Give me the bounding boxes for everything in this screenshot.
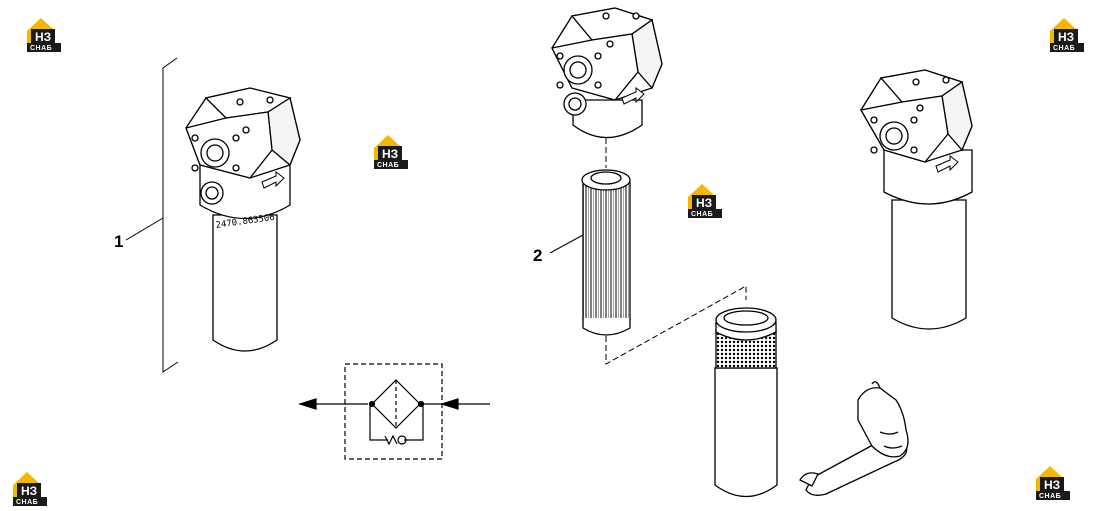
watermark-logo-bottom-text: СНАБ (16, 499, 38, 506)
watermark-logo-top-text: НЗ (382, 147, 398, 161)
watermark-logo-bottom-text: СНАБ (1039, 493, 1061, 500)
watermark-logo-bottom-text: СНАБ (1053, 45, 1075, 52)
watermark-logo-4: НЗ СНАБ (1050, 18, 1084, 52)
watermark-logo-top-text: НЗ (696, 196, 712, 210)
watermark-logo-1: НЗ СНАБ (27, 18, 61, 52)
watermark-logo-5: НЗ СНАБ (13, 472, 47, 506)
watermark-logo-6: НЗ СНАБ (1036, 466, 1070, 500)
watermark-logo-bottom-text: СНАБ (691, 211, 713, 218)
watermark-logo-2: НЗ СНАБ (374, 135, 408, 169)
filter-element (581, 169, 631, 336)
filter-assembly-2 (859, 69, 973, 330)
filter-assembly-1 (185, 87, 301, 352)
callout-2-leader (549, 234, 584, 254)
watermark-logo-bottom-text: СНАБ (377, 162, 399, 169)
wrench-and-hand (799, 381, 909, 496)
callout-1: 1 (114, 232, 123, 251)
filter-bowl (714, 307, 778, 498)
watermark-logo-bottom-text: СНАБ (30, 45, 52, 52)
watermark-logo-top-text: НЗ (1058, 30, 1074, 44)
filter-head-exploded (551, 7, 663, 138)
watermark-logo-top-text: НЗ (21, 484, 37, 498)
watermark-logo-3: НЗ СНАБ (688, 184, 722, 218)
callout-2: 2 (533, 246, 542, 265)
item-1-bracket (125, 57, 179, 373)
exploded-axis-bottom (605, 285, 747, 365)
watermark-logo-top-text: НЗ (35, 30, 51, 44)
hydraulic-filter-symbol (297, 363, 490, 460)
watermark-logo-top-text: НЗ (1044, 478, 1060, 492)
